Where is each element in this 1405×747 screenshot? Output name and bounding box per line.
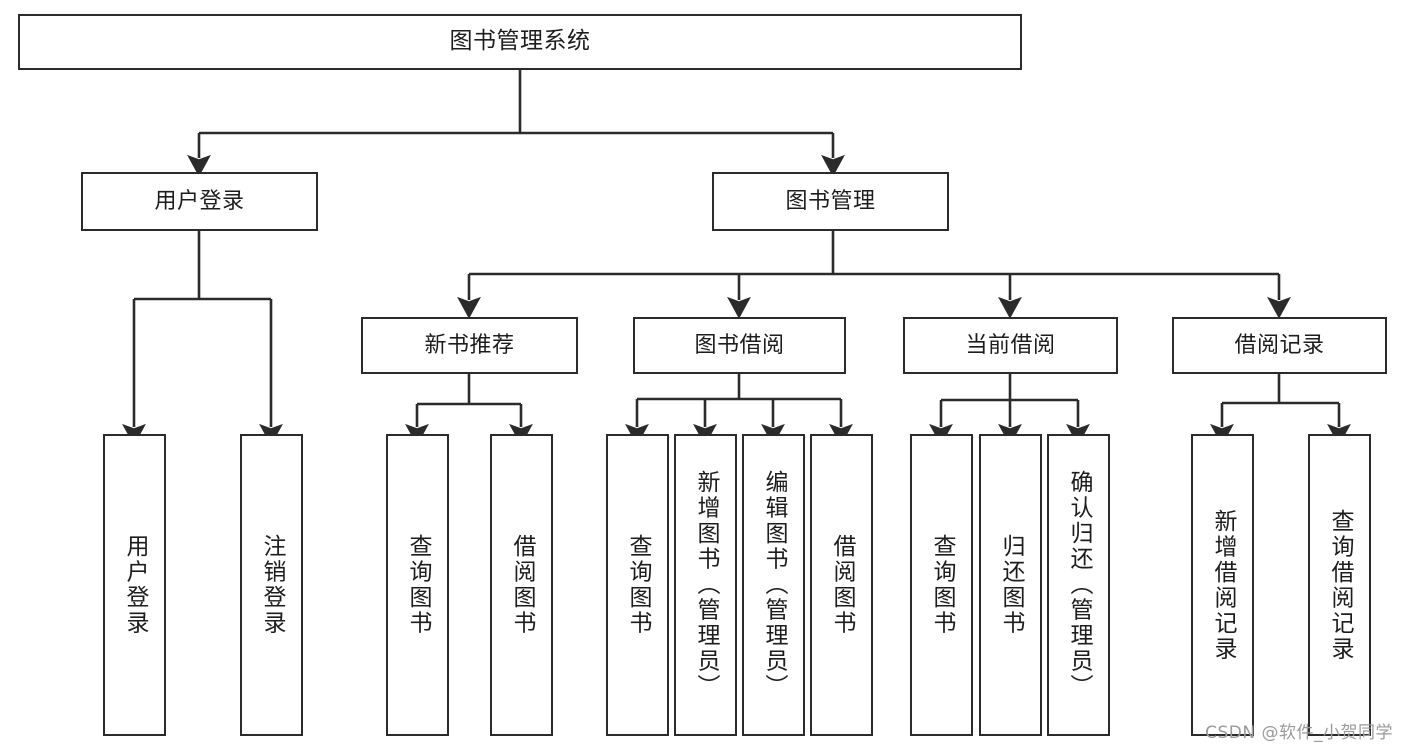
node-label: 借阅图书 [509,534,535,636]
node-label: 用户登录 [122,534,148,636]
node-label: 当前借阅 [965,332,1056,358]
node-user-login[interactable]: 用户登录 [81,172,318,231]
node-label: 新增图书（管理员） [693,470,719,700]
node-label: 新增借阅记录 [1210,508,1236,662]
node-label: 查询图书 [625,534,651,636]
node-label: 图书管理 [785,188,876,214]
node-label: 用户登录 [154,188,245,214]
node-label: 查询图书 [929,534,955,636]
leaf-edit-book[interactable]: 编辑图书（管理员） [742,434,805,736]
node-book-manage[interactable]: 图书管理 [712,172,949,231]
node-label: 查询借阅记录 [1327,508,1353,662]
leaf-logout-login[interactable]: 注销登录 [240,434,303,736]
node-label: 借阅图书 [829,534,855,636]
node-new-book-recommend[interactable]: 新书推荐 [361,317,578,374]
node-label: 查询图书 [405,534,431,636]
node-label: 图书借阅 [694,332,785,358]
leaf-query-book-3[interactable]: 查询图书 [910,434,973,736]
node-label: 注销登录 [259,534,285,636]
node-label: 归还图书 [998,534,1024,636]
node-borrow-record[interactable]: 借阅记录 [1172,317,1387,374]
leaf-user-login[interactable]: 用户登录 [103,434,166,736]
leaf-borrow-book-1[interactable]: 借阅图书 [490,434,553,736]
leaf-add-book[interactable]: 新增图书（管理员） [674,434,737,736]
node-label: 借阅记录 [1234,332,1325,358]
node-label: 编辑图书（管理员） [761,470,787,700]
node-root-system[interactable]: 图书管理系统 [18,14,1022,70]
leaf-query-record[interactable]: 查询借阅记录 [1308,434,1371,736]
leaf-query-book-1[interactable]: 查询图书 [386,434,449,736]
node-book-borrow[interactable]: 图书借阅 [633,317,846,374]
csdn-watermark: CSDN @软件_小贺同学 [1205,723,1393,743]
leaf-query-book-2[interactable]: 查询图书 [606,434,669,736]
leaf-confirm-return[interactable]: 确认归还（管理员） [1047,434,1110,736]
leaf-add-record[interactable]: 新增借阅记录 [1191,434,1254,736]
leaf-return-book[interactable]: 归还图书 [979,434,1042,736]
node-label: 图书管理系统 [449,28,591,55]
node-label: 新书推荐 [424,332,515,358]
leaf-borrow-book-2[interactable]: 借阅图书 [810,434,873,736]
node-current-borrow[interactable]: 当前借阅 [903,317,1118,374]
node-label: 确认归还（管理员） [1066,470,1092,700]
